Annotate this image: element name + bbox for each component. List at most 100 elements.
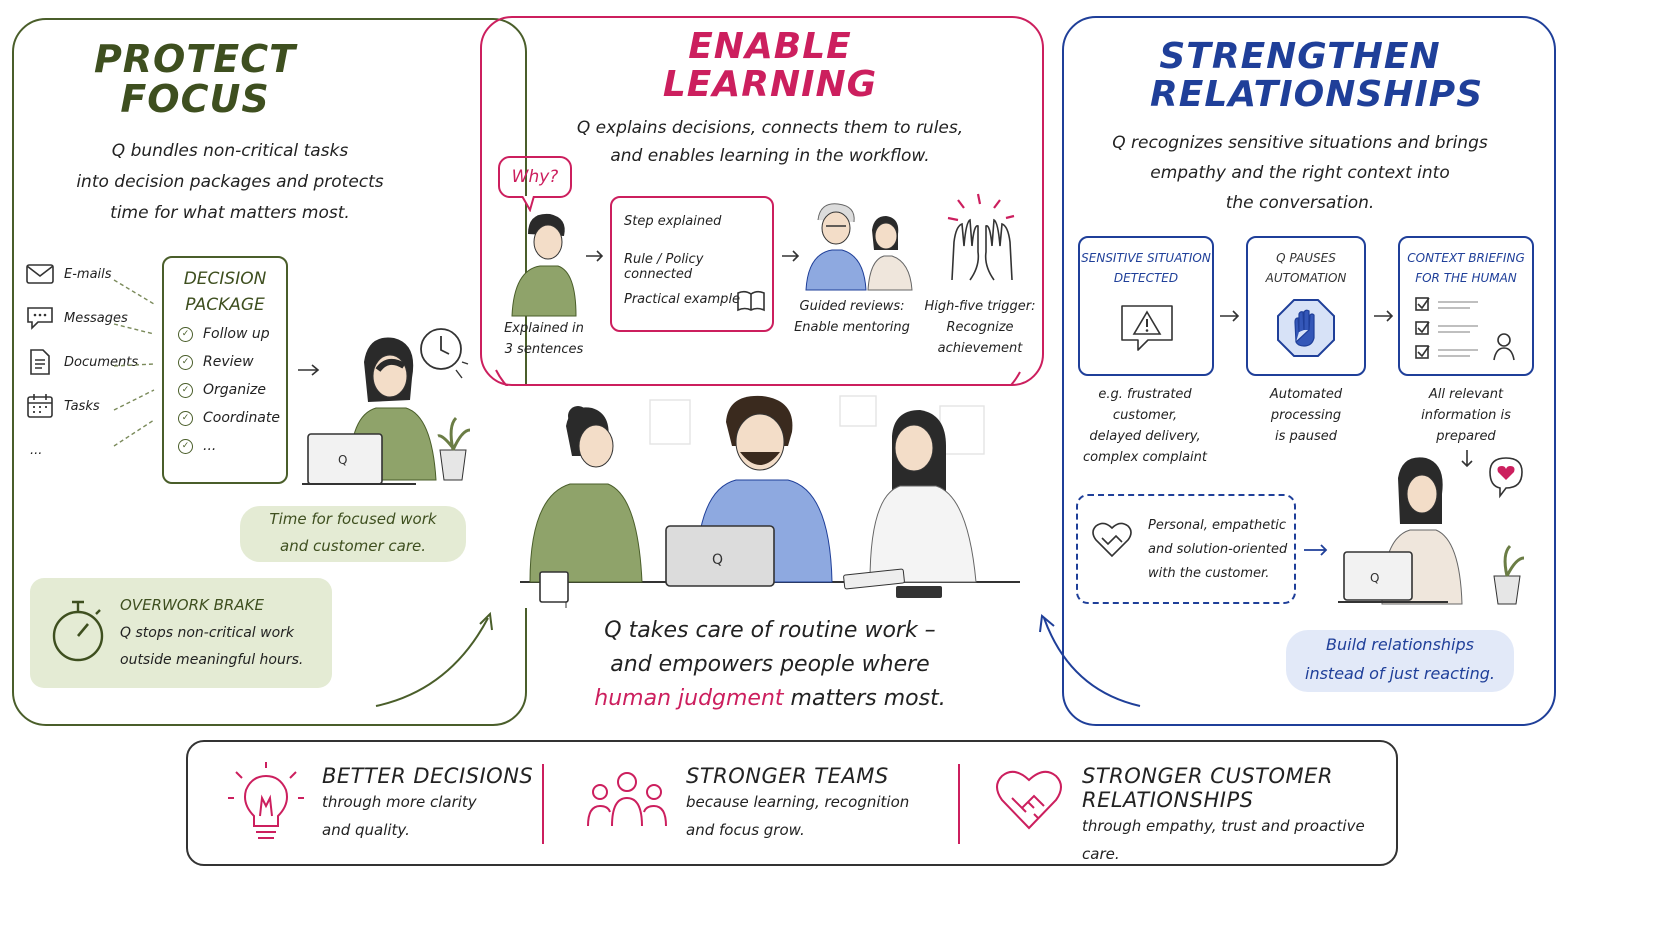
title-line: FOR THE HUMAN <box>1415 271 1517 285</box>
box-title: SENSITIVE SITUATION DETECTED <box>1080 248 1212 288</box>
desc-line: Q bundles non-critical tasks <box>111 141 349 161</box>
bubble-tail <box>521 196 535 212</box>
package-item-label: Coordinate <box>203 410 280 426</box>
source-label: E-mails <box>64 266 112 282</box>
title-line: FOCUS <box>120 76 270 121</box>
title-line: Q PAUSES <box>1276 251 1336 265</box>
benefit-divider <box>542 764 544 844</box>
protect-focus-title: PROTECT FOCUS <box>60 37 330 121</box>
source-item-messages: Messages <box>26 296 156 340</box>
heart-handshake-icon <box>1092 522 1132 558</box>
benefit-title: RELATIONSHIPS <box>1082 788 1254 812</box>
caption-line: Enable mentoring <box>794 320 910 335</box>
benefit-stronger-relationships: STRONGER CUSTOMER RELATIONSHIPS through … <box>1082 764 1396 868</box>
checklist-icon <box>1415 297 1515 361</box>
arrow-down-icon <box>1461 450 1473 468</box>
step-practical-example: Practical example <box>624 292 741 307</box>
arrow-right-icon <box>298 364 320 376</box>
why-label: Why? <box>511 167 559 187</box>
human-judgment-highlight: human judgment <box>594 686 784 711</box>
brake-line: outside meaningful hours. <box>120 652 304 668</box>
benefit-title: STRONGER TEAMS <box>686 764 889 788</box>
context-briefing-box: CONTEXT BRIEFING FOR THE HUMAN <box>1398 236 1534 376</box>
lightbulb-icon <box>228 762 304 839</box>
box-title: CONTEXT BRIEFING FOR THE HUMAN <box>1400 248 1532 288</box>
benefit-line: because learning, recognition <box>686 793 910 811</box>
title-line: DECISION <box>183 269 267 289</box>
enable-learning-description: Q explains decisions, connects them to r… <box>560 114 980 170</box>
empathetic-text: Personal, empathetic and solution-orient… <box>1148 514 1287 586</box>
center-statement: Q takes care of routine work – and empow… <box>560 614 980 716</box>
caption-line: achievement <box>937 341 1023 356</box>
desc-line: and enables learning in the workflow. <box>610 146 930 166</box>
why-speech-bubble: Why? <box>498 156 572 198</box>
statement-line: and empowers people where <box>610 652 930 677</box>
laptop-logo: Q <box>338 453 347 467</box>
decision-package-items: ✓Follow up ✓Review ✓Organize ✓Coordinate… <box>178 320 280 460</box>
caption-line: Automated processing <box>1269 387 1343 423</box>
overwork-brake-text: Q stops non-critical work outside meanin… <box>120 620 303 674</box>
title-line: DETECTED <box>1113 271 1179 285</box>
package-item: ✓ Review <box>178 348 280 376</box>
laptop-logo: Q <box>1370 571 1379 585</box>
learning-caption-high-five: High-five trigger: Recognize achievement <box>922 296 1038 359</box>
source-label: Tasks <box>64 398 100 414</box>
learning-caption-reviews: Guided reviews: Enable mentoring <box>792 296 912 338</box>
package-item-label: Follow up <box>203 326 270 342</box>
strengthen-relationships-title: STRENGTHEN RELATIONSHIPS <box>1150 38 1482 114</box>
team-icon <box>587 772 667 827</box>
warning-bubble-icon <box>1121 305 1173 351</box>
check-icon: ✓ <box>178 354 193 370</box>
title-line: PACKAGE <box>185 295 265 315</box>
high-five-icon <box>947 193 1015 281</box>
relationships-caption-paused: Automated processing is paused <box>1236 384 1376 447</box>
source-label: ... <box>30 442 43 458</box>
sensitive-situation-box: SENSITIVE SITUATION DETECTED <box>1078 236 1214 376</box>
check-icon: ✓ <box>178 438 193 454</box>
check-icon: ✓ <box>178 410 193 426</box>
focused-worker-illustration: Q <box>302 337 471 485</box>
caption-line: is paused <box>1275 429 1337 444</box>
package-item-label: Review <box>203 354 254 370</box>
box-title: Q PAUSES AUTOMATION <box>1248 248 1364 288</box>
source-label: Documents <box>64 354 139 370</box>
arrow-right-icon <box>1374 310 1394 322</box>
title-line: SENSITIVE SITUATION <box>1081 251 1211 265</box>
desc-line: time for what matters most. <box>110 203 350 223</box>
overwork-brake-title: OVERWORK BRAKE <box>120 596 264 614</box>
benefit-line: and focus grow. <box>686 821 805 839</box>
stop-hand-icon <box>1277 299 1335 357</box>
strengthen-relationships-panel <box>1062 16 1556 726</box>
document-icon <box>30 349 50 375</box>
package-item: ✓Organize <box>178 376 280 404</box>
caption-line: Explained in <box>504 321 584 336</box>
source-item-more: ... <box>26 428 156 472</box>
benefit-line: through empathy, trust and proactive car… <box>1082 817 1365 863</box>
package-item: ✓Follow up <box>178 320 280 348</box>
caption-line: 3 sentences <box>504 342 584 357</box>
arrow-right-icon <box>1220 310 1240 322</box>
step-explained: Step explained <box>624 214 722 229</box>
benefit-title: STRONGER CUSTOMER <box>1082 764 1333 788</box>
calendar-icon <box>27 394 53 418</box>
source-arrows <box>113 279 155 447</box>
stopwatch-icon <box>52 600 104 662</box>
support-agent-illustration: Q <box>1338 457 1525 605</box>
title-line: PROTECT <box>93 37 297 81</box>
relationships-caption-example: e.g. frustrated customer, delayed delive… <box>1070 384 1220 468</box>
step-rule-policy: Rule / Policy connected <box>624 252 704 282</box>
chat-icon <box>27 307 53 330</box>
decision-package-title: DECISION PACKAGE <box>164 266 286 318</box>
arrow-right-icon <box>586 250 604 262</box>
benefit-divider <box>958 764 960 844</box>
benefit-stronger-teams: STRONGER TEAMS because learning, recogni… <box>686 764 909 844</box>
title-line: CONTEXT BRIEFING <box>1407 251 1525 265</box>
enable-learning-panel <box>480 16 1044 386</box>
decision-package-box: DECISION PACKAGE ✓Follow up ✓Review ✓Org… <box>162 256 288 484</box>
benefit-line: through more clarity <box>322 793 477 811</box>
brake-line: Q stops non-critical work <box>120 625 295 641</box>
highlight-line: instead of just reacting. <box>1305 664 1495 683</box>
protect-focus-description: Q bundles non-critical tasks into decisi… <box>60 136 400 229</box>
package-item: ✓... <box>178 432 280 460</box>
team-meeting-illustration: Q <box>500 386 1040 608</box>
